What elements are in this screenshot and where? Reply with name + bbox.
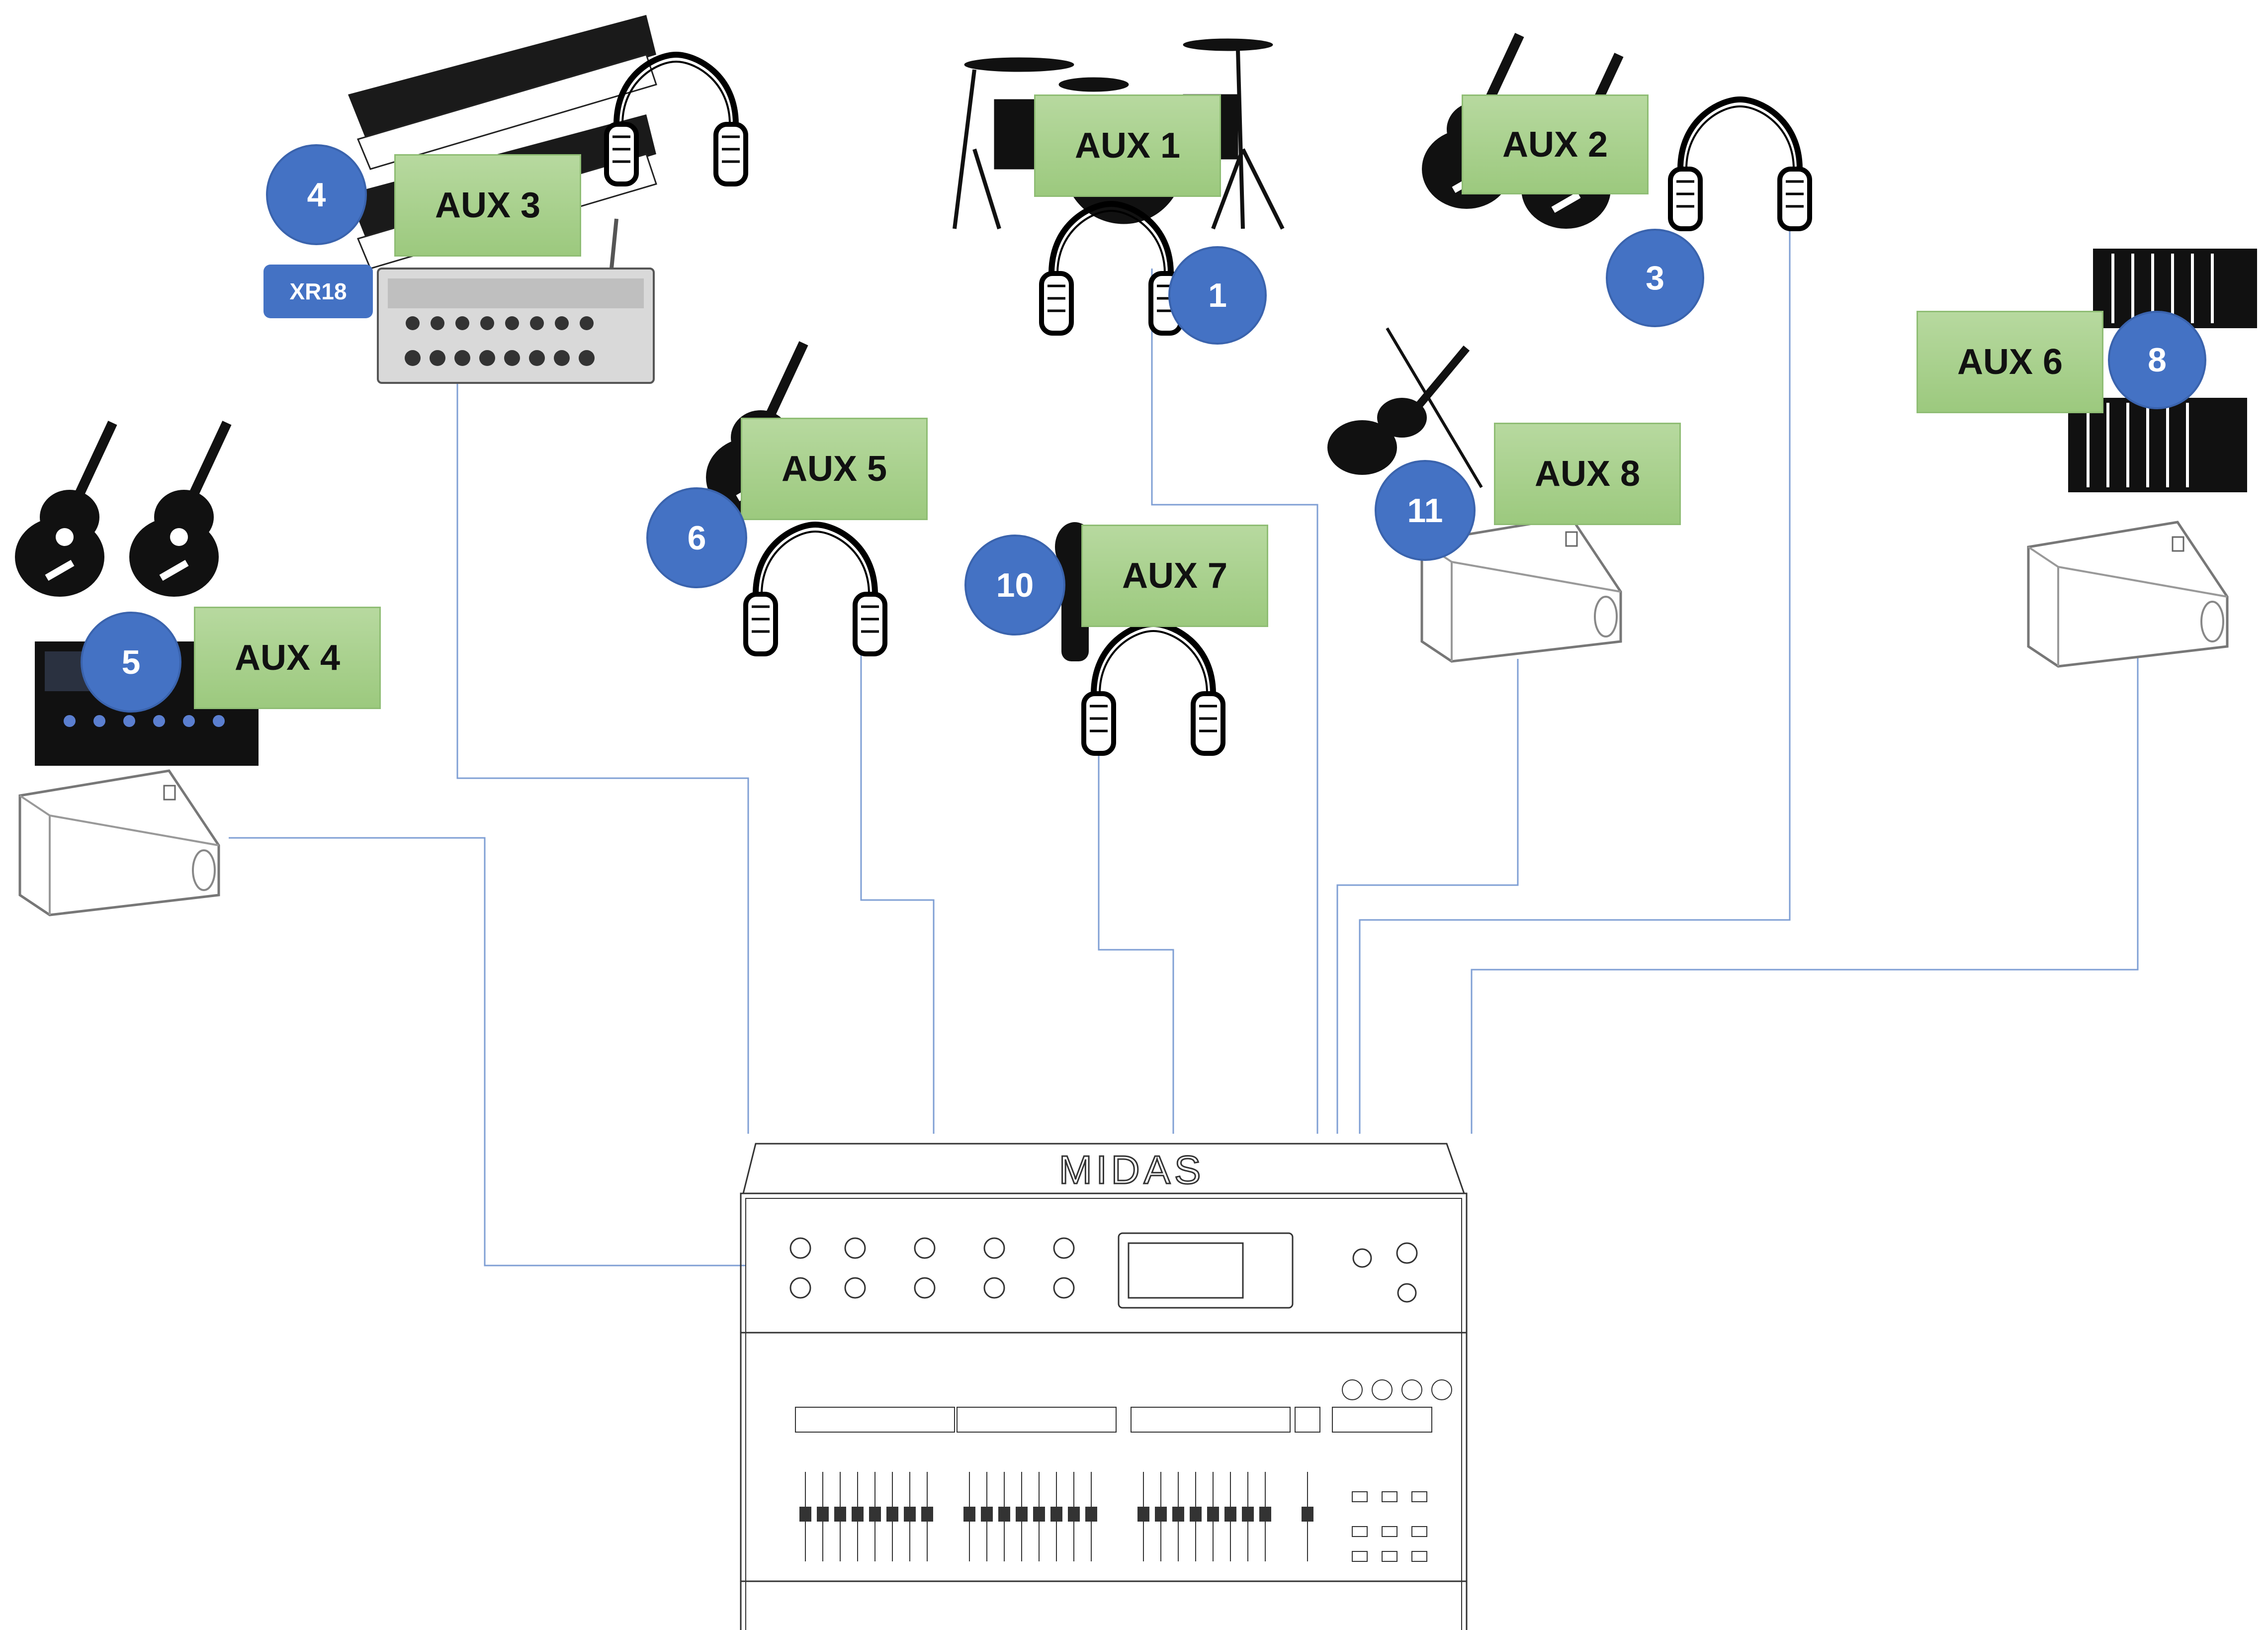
aux-label-5: AUX 5 (741, 418, 928, 520)
aux-label-4: AUX 4 (194, 607, 381, 709)
mixer-icon (377, 218, 655, 384)
accordion-icon (2068, 249, 2257, 492)
cable-lines (229, 214, 2139, 1267)
mixer-tag-xr18: XR18 (263, 265, 373, 318)
aux-label-8: AUX 8 (1494, 423, 1681, 525)
badge-10: 10 (964, 535, 1065, 635)
violin-icon (1327, 327, 1483, 488)
headphones-icon-bass (1670, 99, 1810, 229)
svg-text:MIDAS: MIDAS (1059, 1148, 1205, 1192)
mixing-console-icon: MIDAS (740, 1143, 1468, 1630)
floor-monitor-icon-left (20, 771, 219, 915)
guitar-icon (15, 421, 232, 597)
badge-11: 11 (1375, 460, 1476, 561)
aux-label-1: AUX 1 (1034, 94, 1221, 197)
badge-6: 6 (646, 487, 747, 588)
headphones-icon-drums (1042, 204, 1181, 333)
aux-label-6: AUX 6 (1917, 311, 2103, 413)
badge-8: 8 (2108, 311, 2206, 409)
badge-1: 1 (1168, 246, 1267, 345)
aux-label-3: AUX 3 (394, 154, 581, 257)
floor-monitor-icon-accordion (2028, 522, 2227, 666)
badge-5: 5 (81, 612, 181, 713)
badge-3: 3 (1606, 229, 1704, 327)
headphones-icon-vocal (1084, 624, 1223, 753)
aux-label-7: AUX 7 (1081, 525, 1268, 627)
badge-4: 4 (266, 144, 367, 245)
aux-label-2: AUX 2 (1462, 94, 1649, 194)
headphones-icon-guitar (746, 525, 885, 654)
